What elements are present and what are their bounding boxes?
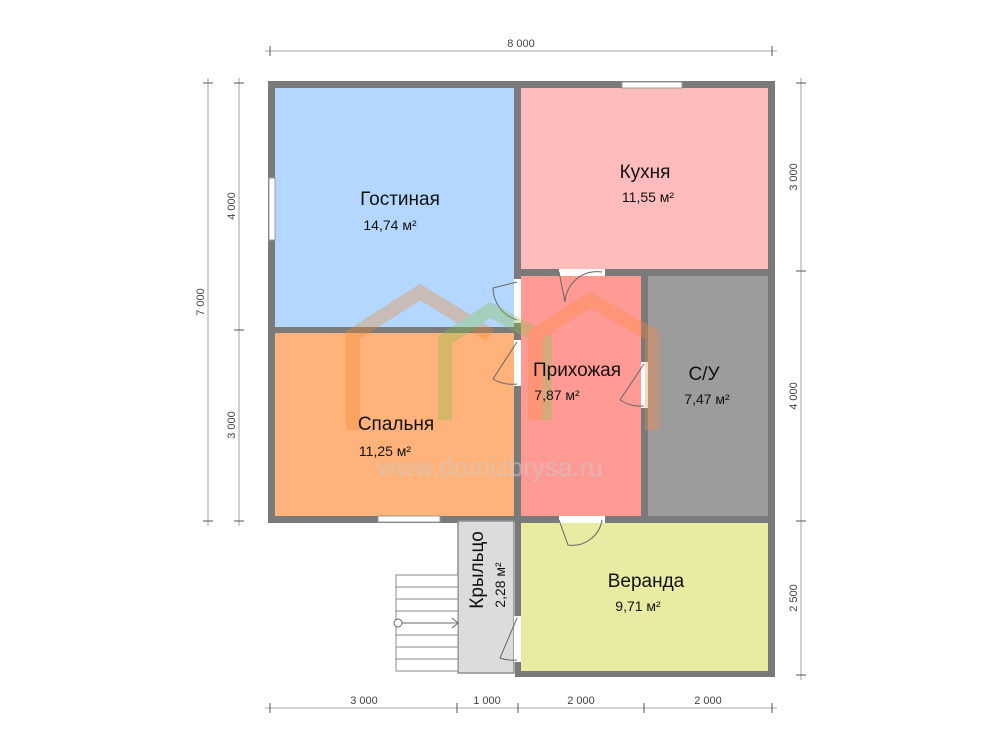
room-bedroom xyxy=(275,333,514,516)
room-veranda xyxy=(521,523,768,671)
porch-stairs xyxy=(393,574,459,672)
bedroom-area: 11,25 м² xyxy=(359,443,412,459)
bathroom-name: С/У xyxy=(688,364,720,385)
dim-top: 8 000 xyxy=(507,38,535,50)
dim-bottom-3: 2 000 xyxy=(567,695,595,707)
room-bathroom xyxy=(648,276,768,516)
windows xyxy=(268,81,683,523)
dim-bottom-1: 3 000 xyxy=(350,695,378,707)
room-living xyxy=(275,88,514,327)
veranda-area: 9,71 м² xyxy=(615,598,661,614)
watermark-logo xyxy=(346,283,659,430)
hallway-area: 7,87 м² xyxy=(534,387,580,403)
dim-bottom-4: 2 000 xyxy=(694,695,722,707)
living-name: Гостиная xyxy=(360,189,440,210)
dimension-lines xyxy=(203,46,806,713)
kitchen-area: 11,55 м² xyxy=(622,189,675,205)
doors xyxy=(492,269,648,662)
hallway-name: Прихожая xyxy=(533,360,621,381)
bedroom-name: Спальня xyxy=(358,414,434,435)
kitchen-name: Кухня xyxy=(620,162,671,183)
porch-area: 2,28 м² xyxy=(492,562,508,608)
dim-left-lower: 3 000 xyxy=(226,411,238,439)
veranda-name: Веранда xyxy=(608,571,685,592)
dim-left-total: 7 000 xyxy=(195,288,207,316)
room-kitchen xyxy=(521,88,768,269)
porch-name: Крыльцо xyxy=(467,531,488,609)
dim-right-lower: 2 500 xyxy=(788,584,800,612)
bathroom-area: 7,47 м² xyxy=(684,391,730,407)
dim-right-middle: 4 000 xyxy=(788,382,800,410)
dim-bottom-2: 1 000 xyxy=(473,695,501,707)
living-area: 14,74 м² xyxy=(363,217,417,233)
dim-left-upper: 4 000 xyxy=(226,192,238,220)
dim-right-upper: 3 000 xyxy=(788,163,800,191)
watermark-url: www.domizbrysa.ru xyxy=(376,452,602,482)
room-hallway xyxy=(521,276,641,516)
